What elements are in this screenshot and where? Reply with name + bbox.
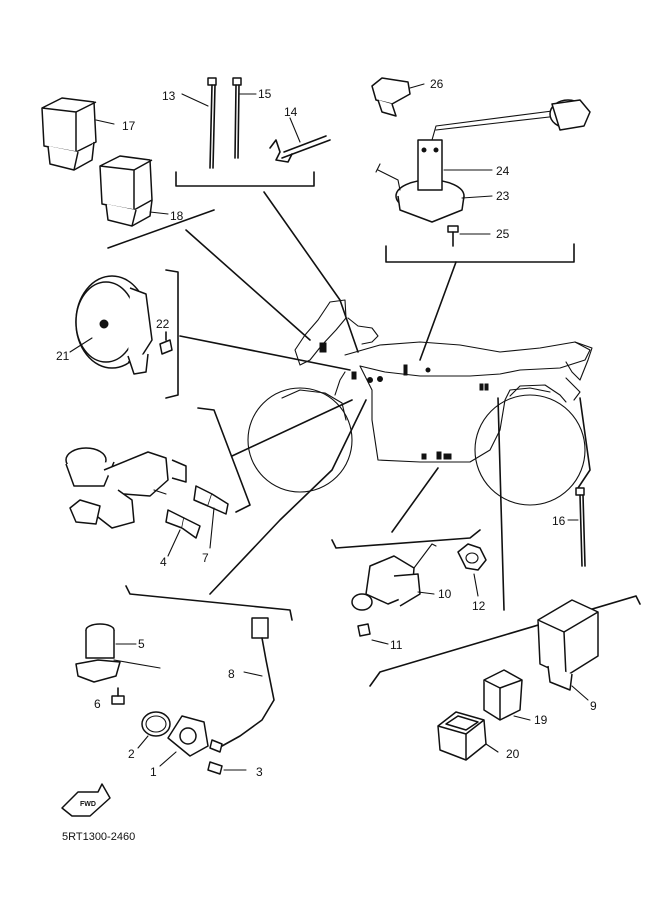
callout-1: 1 bbox=[150, 765, 157, 779]
callout-23: 23 bbox=[496, 189, 510, 203]
callout-5: 5 bbox=[138, 637, 145, 651]
part-1-sensor bbox=[159, 715, 209, 767]
callout-15: 15 bbox=[258, 87, 272, 101]
part-18-relay bbox=[99, 155, 169, 227]
callout-19: 19 bbox=[534, 713, 548, 727]
part-12-clamp bbox=[457, 543, 487, 597]
part-thermostat-housing bbox=[65, 447, 187, 529]
callout-13: 13 bbox=[162, 89, 176, 103]
part-17-relay bbox=[41, 97, 115, 171]
part-25-bolt bbox=[447, 225, 491, 247]
callout-7: 7 bbox=[202, 551, 209, 565]
part-26-sender-cap bbox=[371, 77, 425, 117]
callout-numbers: 1 2 3 4 5 6 7 8 9 10 11 12 13 14 15 16 1… bbox=[56, 77, 597, 779]
callout-2: 2 bbox=[128, 747, 135, 761]
callout-17: 17 bbox=[122, 119, 136, 133]
part-10-actuator bbox=[351, 543, 437, 611]
part-9-relay bbox=[537, 599, 599, 701]
callout-21: 21 bbox=[56, 349, 70, 363]
group-leader-lines bbox=[107, 171, 641, 687]
callout-25: 25 bbox=[496, 227, 510, 241]
callout-4: 4 bbox=[160, 555, 167, 569]
callout-10: 10 bbox=[438, 587, 452, 601]
callout-16: 16 bbox=[552, 514, 566, 528]
callout-12: 12 bbox=[472, 599, 486, 613]
callout-26: 26 bbox=[430, 77, 444, 91]
fwd-arrow-icon: FWD bbox=[61, 783, 111, 817]
part-23-24-fuel-sender bbox=[375, 99, 591, 223]
part-13-cable-tie bbox=[181, 77, 217, 169]
fwd-label: FWD bbox=[80, 801, 96, 808]
part-7-thermo-switch bbox=[193, 485, 229, 549]
callout-24: 24 bbox=[496, 164, 510, 178]
part-5-solenoid bbox=[75, 623, 161, 683]
part-21-horn bbox=[69, 275, 153, 375]
part-22-bolt bbox=[159, 331, 173, 355]
callout-11: 11 bbox=[390, 638, 403, 652]
callout-20: 20 bbox=[506, 747, 520, 761]
part-20-socket bbox=[437, 711, 499, 761]
part-4-thermo-switch bbox=[165, 509, 201, 557]
callout-18: 18 bbox=[170, 209, 184, 223]
callout-3: 3 bbox=[256, 765, 263, 779]
part-8-sensor-lead bbox=[209, 617, 275, 753]
callout-9: 9 bbox=[590, 699, 597, 713]
callout-6: 6 bbox=[94, 697, 101, 711]
part-3-screw bbox=[207, 761, 247, 775]
part-2-o-ring bbox=[137, 711, 171, 749]
motorcycle-outline bbox=[247, 299, 593, 506]
callout-8: 8 bbox=[228, 667, 235, 681]
callout-22: 22 bbox=[156, 317, 170, 331]
part-15-cable-tie bbox=[232, 77, 257, 159]
drawing-code: 5RT1300-2460 bbox=[62, 831, 135, 843]
part-19-relay bbox=[483, 669, 531, 721]
part-16-cable-tie bbox=[567, 487, 586, 567]
callout-14: 14 bbox=[284, 105, 298, 119]
part-6-bolt bbox=[111, 687, 125, 705]
part-11-bolt bbox=[357, 623, 389, 645]
part-14-clamp bbox=[269, 117, 331, 163]
